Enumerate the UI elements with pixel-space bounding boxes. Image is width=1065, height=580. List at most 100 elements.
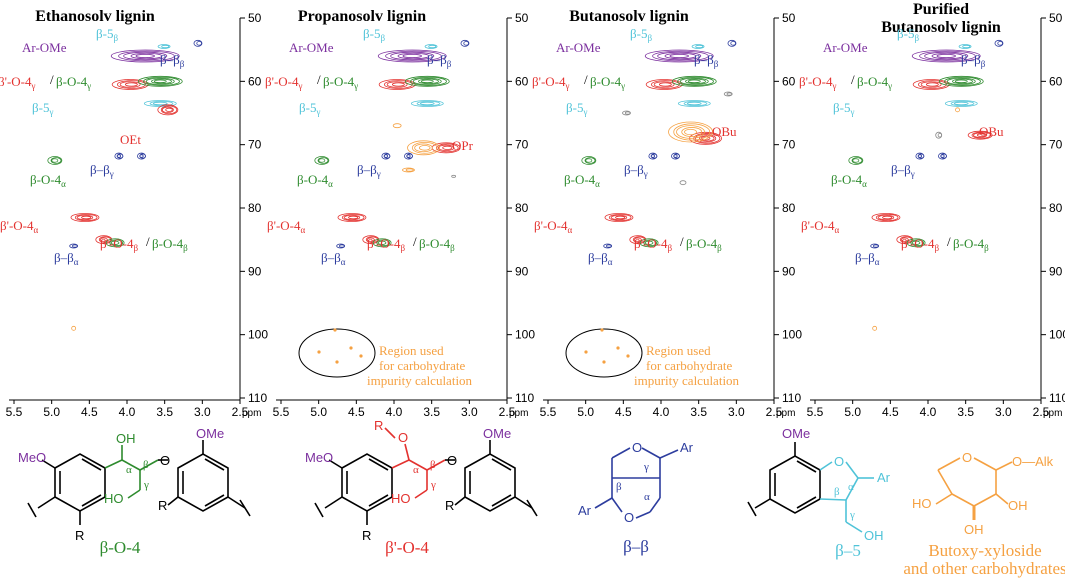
label-bpo4-alpha: β'-O-4α [267, 218, 306, 235]
contour-gray-3 [679, 180, 687, 186]
bpo4-o-top: O [398, 430, 408, 445]
contour-bb-gamma-2 [671, 152, 680, 160]
y-tick-label: 100 [782, 328, 802, 342]
lignin-structures [27, 427, 1013, 533]
contour-bo4-beta [639, 238, 659, 248]
contour-bo4-gamma [137, 75, 183, 87]
bpo4-name: β'-O-4 [385, 538, 429, 557]
x-tick-label: 5.0 [43, 405, 60, 419]
x-tick-label: 3.0 [995, 405, 1012, 419]
contour-bb-gamma-1 [114, 152, 124, 160]
x-tick-label: 2.5 [499, 405, 516, 419]
bo4-beta: β [143, 459, 149, 471]
x-tick-label: 5.5 [273, 405, 290, 419]
bo4-name: β-O-4 [100, 538, 141, 557]
panel-title: Propanosolv lignin [298, 8, 426, 25]
contour-beta5-beta [424, 44, 438, 49]
contour-bo4-beta [105, 238, 125, 248]
bpo4-meo: MeO [305, 450, 333, 465]
y-tick-label: 110 [782, 391, 801, 405]
y-tick-label: 50 [782, 11, 796, 25]
bb-ar1: Ar [680, 440, 694, 455]
label-beta5-gamma: β-5γ [299, 100, 320, 117]
x-tick-label: 3.5 [957, 405, 974, 419]
label-bpo4-beta: β'-O-4β [901, 236, 940, 253]
label-beta5-beta: β-5β [363, 26, 385, 43]
contour-ar-ome [110, 49, 180, 63]
xyl-name-1: Butoxy-xyloside [928, 541, 1041, 560]
label-bpo4-beta: β'-O-4β [100, 236, 139, 253]
x-tick-label: 4.5 [348, 405, 365, 419]
contour-xylan-small [955, 107, 960, 113]
label-bo4-beta: β-O-4β [152, 236, 188, 253]
carb-region-circle [298, 328, 376, 378]
label-bb-gamma: β–βγ [357, 162, 381, 179]
label-beta5-beta: β-5β [96, 26, 118, 43]
x-unit-label: ppm [776, 408, 795, 419]
y-tick-label: 50 [248, 11, 262, 25]
bo4-gamma: γ [143, 479, 149, 491]
bb-ar2: Ar [578, 503, 592, 518]
y-tick-label: 60 [248, 74, 262, 88]
label-bpo4-beta: β'-O-4β [367, 236, 406, 253]
bo4-meo: MeO [18, 450, 46, 465]
carb-dot [317, 350, 321, 354]
carb-dot [333, 328, 337, 332]
label-bo4-alpha: β-O-4α [831, 172, 867, 189]
contour-bpo4-alpha [70, 213, 100, 222]
bpo4-beta: β [430, 459, 436, 471]
x-tick-label: 5.5 [807, 405, 824, 419]
x-tick-label: 5.5 [6, 405, 23, 419]
contour-bo4-gamma [404, 75, 450, 87]
xyl-oh1: OH [1008, 498, 1028, 513]
contour-beta5-beta [691, 44, 705, 49]
x-unit-label: ppm [242, 408, 261, 419]
contour-gray [935, 131, 943, 139]
contour-xylan [668, 121, 713, 143]
structure-beta-beta [594, 447, 679, 519]
contour-bpo4-gamma [645, 79, 683, 90]
contour-betabeta-beta [727, 39, 737, 47]
contour-bb-gamma-1 [381, 152, 391, 160]
y-tick-label: 50 [515, 11, 529, 25]
contour-bb-alpha [336, 243, 346, 249]
bb-name: β–β [623, 537, 649, 556]
y-tick-label: 100 [1049, 328, 1065, 342]
y-tick-label: 80 [782, 201, 796, 215]
contour-bo4-alpha [848, 156, 864, 165]
bb-alpha: α [644, 491, 650, 503]
bo4-r1: R [75, 528, 84, 543]
contour-beta5-gamma [677, 100, 711, 107]
label-bpo4-gamma: β'-O-4γ [0, 74, 36, 91]
carb-dot [335, 360, 339, 364]
carb-dot [584, 350, 588, 354]
bpo4-alpha: α [413, 464, 419, 476]
contour-oxy [967, 130, 993, 140]
carb-dot [349, 346, 353, 350]
carb-dot [602, 360, 606, 364]
bpo4-ome: OMe [483, 426, 511, 441]
contour-xylan [407, 140, 440, 156]
contour-bb-alpha [603, 243, 613, 249]
label-bo4-gamma: β-O-4γ [857, 74, 892, 91]
label-bb-gamma: β–βγ [891, 162, 915, 179]
contour-bo4-beta [372, 238, 392, 248]
structure-beta-5 [747, 442, 874, 533]
x-tick-label: 4.0 [386, 405, 403, 419]
y-tick-label: 100 [515, 328, 535, 342]
label-bo4-gamma: β-O-4γ [323, 74, 358, 91]
carb-note-line-2: for carbohydrate [646, 358, 732, 373]
xyl-ho: HO [912, 496, 932, 511]
y-tick-label: 90 [1049, 264, 1063, 278]
label-bb-alpha: β–βα [321, 250, 346, 267]
label-bo4-beta: β-O-4β [419, 236, 455, 253]
y-tick-label: 90 [782, 264, 796, 278]
structure-labels: MeO OMe OH HO O R R α β γ β-O-4 MeO OMe … [18, 418, 1065, 578]
structure-beta-prime-o-4 [314, 427, 538, 525]
bb-gamma: γ [643, 461, 649, 473]
b5-name: β–5 [835, 541, 861, 560]
contour-bb-gamma-2 [938, 152, 947, 160]
contour-beta5-gamma [143, 100, 177, 107]
